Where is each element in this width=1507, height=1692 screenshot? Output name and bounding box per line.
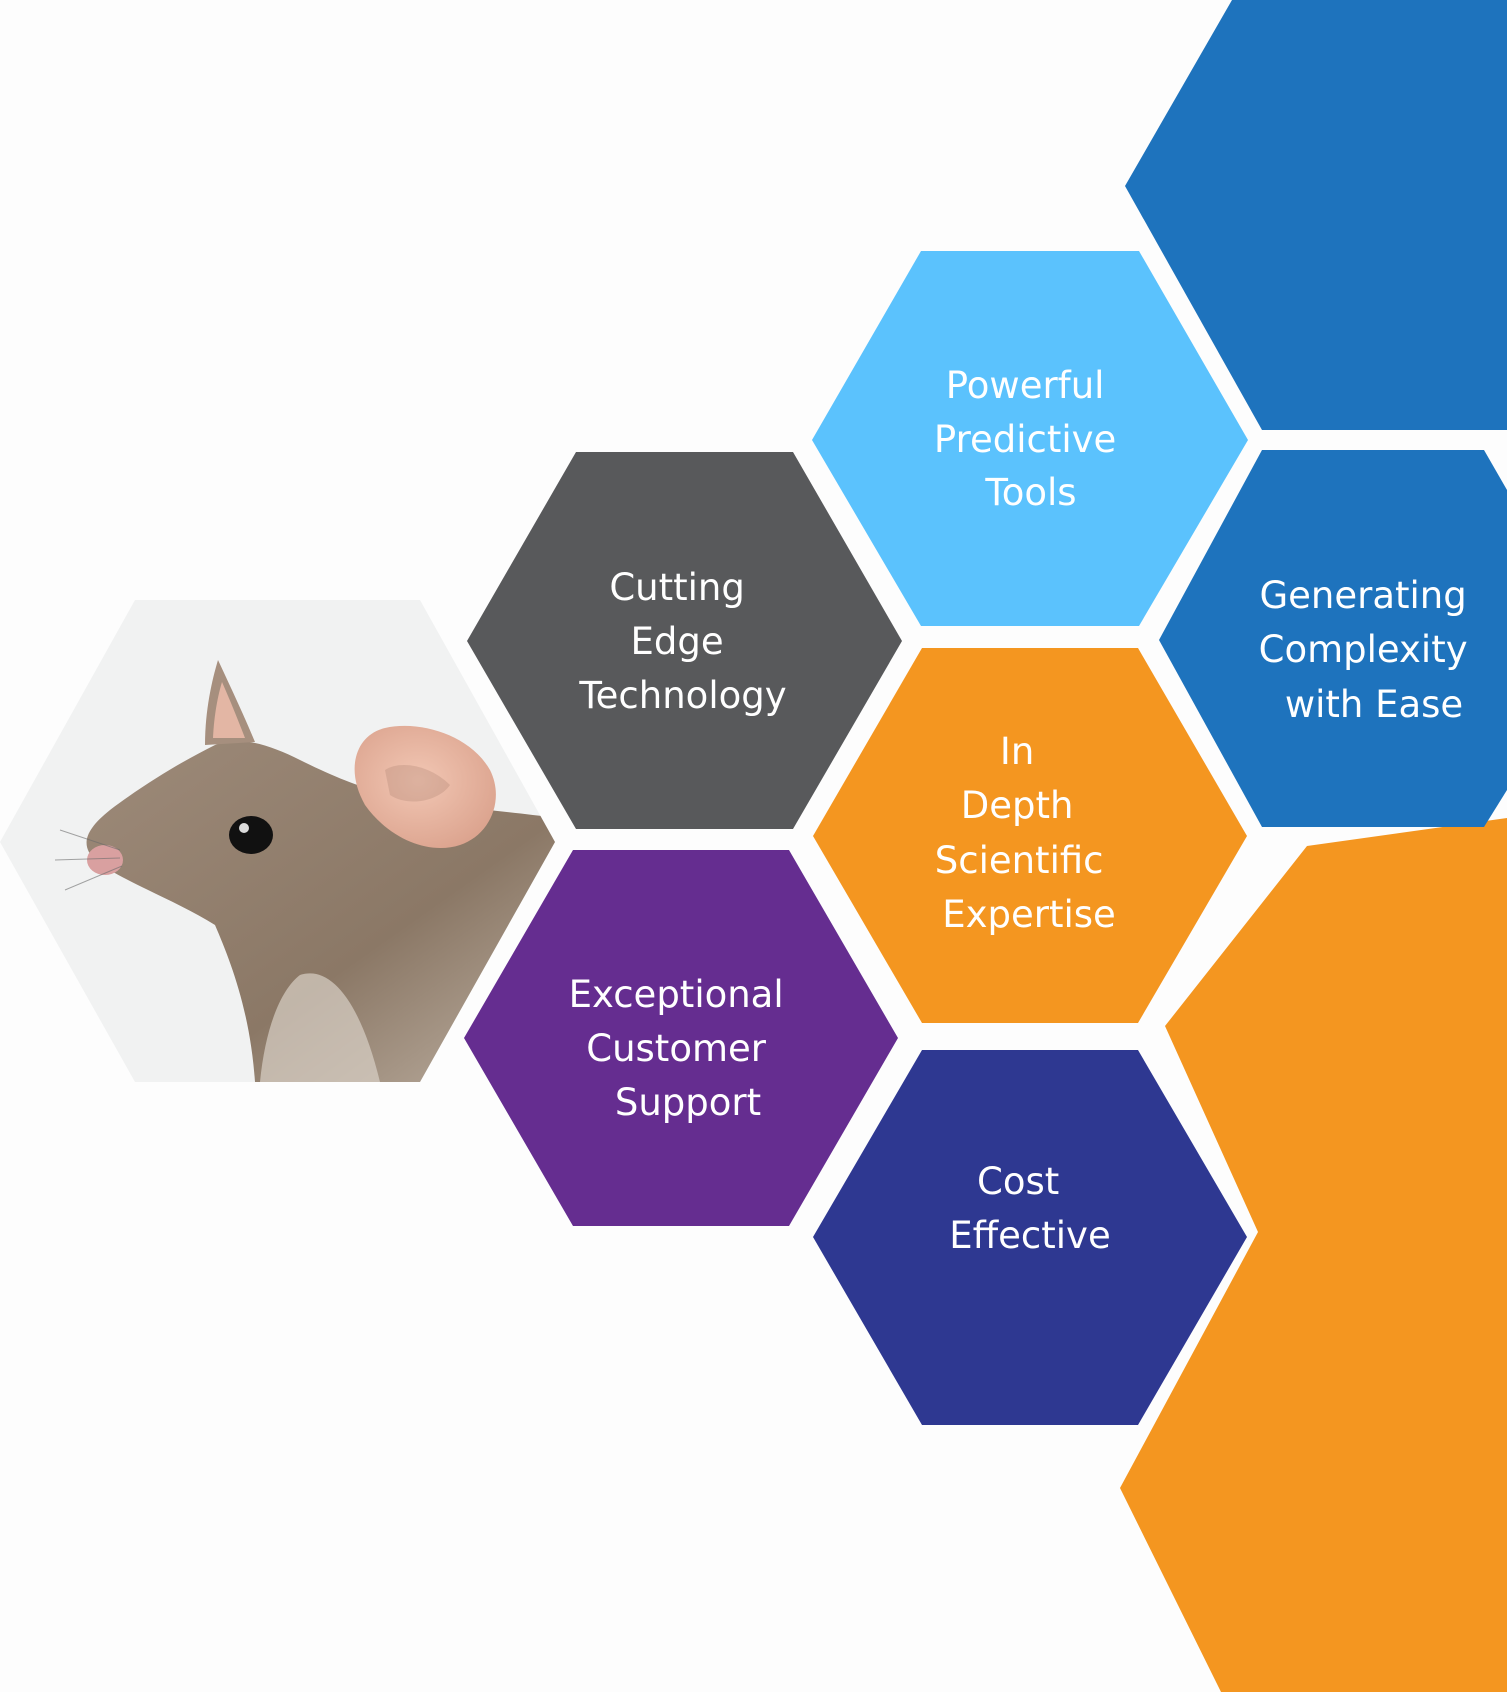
mouse-photo <box>54 660 555 1082</box>
hex-powerful-predictive-tools: Powerful Predictive Tools <box>812 251 1248 626</box>
hex-label: Exceptional Customer Support <box>569 973 796 1124</box>
hex-label-line: Powerful <box>946 364 1105 407</box>
hex-label-line: In <box>1000 730 1034 773</box>
hex-label: Powerful Predictive Tools <box>934 364 1128 514</box>
hex-cost-effective: Cost Effective <box>813 1050 1247 1425</box>
hex-generating-complexity: Generating Complexity with Ease <box>1159 450 1507 827</box>
hex-label-line: Complexity <box>1259 628 1468 671</box>
hex-label: In Depth Scientific Expertise <box>935 730 1116 936</box>
hex-label-line: Expertise <box>942 893 1116 936</box>
hex-label-line: Support <box>615 1081 761 1124</box>
mouse-photo-hexagon <box>0 600 555 1082</box>
hex-label-line: Cutting <box>609 566 745 609</box>
hex-label-line: Predictive <box>934 418 1116 461</box>
hex-label-line: with Ease <box>1285 683 1463 726</box>
hex-label: Cost Effective <box>949 1160 1110 1257</box>
decor-hex-bottom-right <box>1120 818 1507 1692</box>
hex-label-line: Scientific <box>935 839 1104 882</box>
hex-exceptional-customer-support: Exceptional Customer Support <box>464 850 898 1226</box>
hex-in-depth-scientific-expertise: In Depth Scientific Expertise <box>813 648 1247 1023</box>
hex-label-line: Tools <box>984 471 1076 514</box>
hex-label-line: Effective <box>949 1214 1110 1257</box>
hex-label-line: Cost <box>977 1160 1059 1203</box>
hex-label: Cutting Edge Technology <box>578 566 786 717</box>
hex-label-line: Edge <box>631 620 724 663</box>
decor-hex-top-right <box>1125 0 1507 430</box>
hex-label: Generating Complexity with Ease <box>1259 574 1480 726</box>
hex-label-line: Customer <box>586 1027 767 1070</box>
hex-label-line: Generating <box>1259 574 1466 617</box>
hex-label-line: Depth <box>961 784 1074 827</box>
hex-label-line: Exceptional <box>569 973 784 1016</box>
hex-label-line: Technology <box>578 674 786 717</box>
hex-cutting-edge-technology: Cutting Edge Technology <box>467 452 902 829</box>
